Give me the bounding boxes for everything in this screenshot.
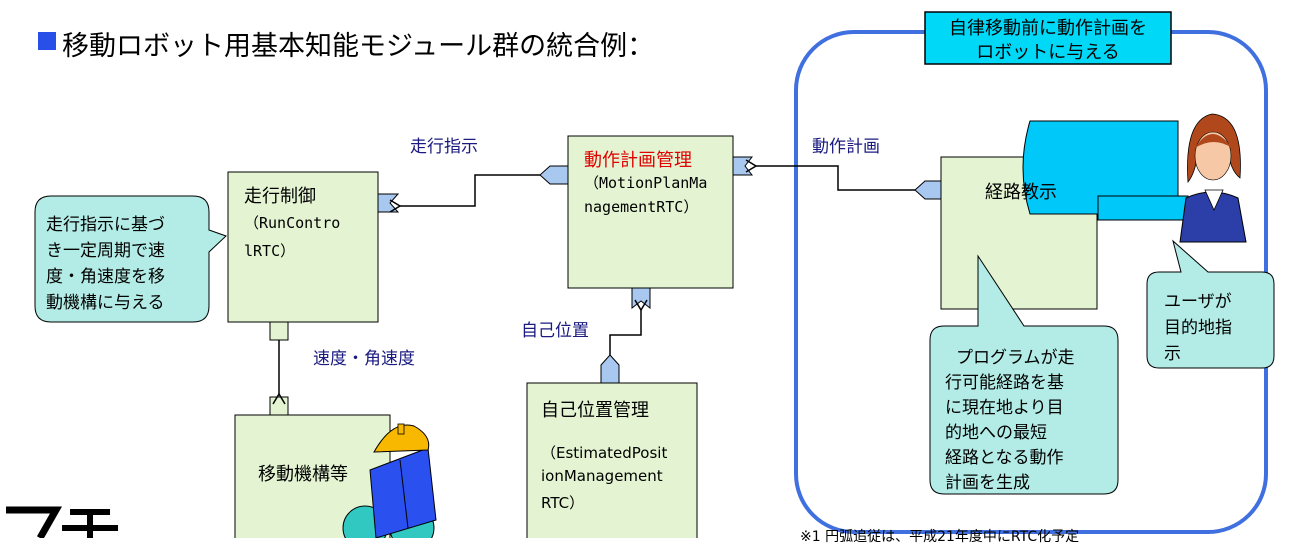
run-control-out-port [269,321,289,341]
route-teach-name: 経路教示 [985,182,1057,203]
callout-left-line-1: 走行指示に基づ [46,215,165,235]
header-line-2: ロボットに与える [976,42,1120,63]
position-out-port [600,354,620,384]
connector-self-position [609,299,648,355]
callout-left-line-4: 動機構に与える [46,293,165,313]
run-control-rtc-1: （RunContro [244,214,341,232]
motion-plan-rtc-2: nagementRTC） [584,198,699,216]
callout-user-line-1: ユーザが [1164,292,1232,312]
run-control-rtc-2: lRTC） [244,242,296,260]
position-rtc-1: （EstimatedPosit [541,444,668,462]
label-self-position: 自己位置 [521,321,589,341]
callout-program-line-2: 行可能経路を基 [945,373,1064,393]
mobility-in-port [269,396,289,416]
callout-left [34,195,227,323]
motion-plan-in-port [732,156,754,176]
callout-user-line-3: 示 [1164,344,1181,364]
mobility-name: 移動機構等 [258,464,348,485]
label-motion-plan: 動作計画 [812,137,880,157]
callout-program-line-6: 計画を生成 [945,473,1030,493]
logo-fragment-icon [6,506,118,540]
route-teach-out-port [914,180,942,200]
callout-program-line-4: 的地への最短 [945,423,1047,443]
callout-program-line-1: プログラムが走 [956,348,1075,368]
callout-program [929,254,1119,495]
connector-travel-instruction [389,174,540,213]
connector-motion-plan [745,159,915,191]
run-control-name: 走行制御 [244,186,316,207]
header-line-1: 自律移動前に動作計画を [949,18,1147,39]
user-illustration-icon [1022,113,1247,243]
module-motion-plan [567,135,734,289]
callout-user-line-2: 目的地指 [1164,318,1232,338]
motion-plan-name: 動作計画管理 [584,150,692,171]
title-bullet-icon [38,32,56,50]
callout-user [1146,239,1275,369]
motion-plan-position-port [631,287,651,310]
module-run-control [227,171,379,323]
position-rtc-2: ionManagement [541,467,663,485]
callout-program-line-5: 経路となる動作 [945,448,1064,468]
position-name: 自己位置管理 [541,400,649,421]
callout-left-line-2: き一定周期で速 [46,241,165,261]
label-velocity: 速度・角速度 [313,349,415,369]
motion-plan-out-port [539,165,569,185]
motion-plan-rtc-1: （MotionPlanMa [584,174,708,192]
position-rtc-3: RTC） [541,494,585,512]
footnote: ※1 円弧追従は、平成21年度中にRTC化予定 [800,529,1080,545]
run-control-in-port [377,193,400,213]
callout-program-line-3: に現在地より目 [945,398,1064,418]
robot-illustration-icon [342,423,437,546]
label-travel-instruction: 走行指示 [410,137,478,157]
page-title: 移動ロボット用基本知能モジュール群の統合例： [62,31,655,62]
header-box [924,11,1172,65]
callout-left-line-3: 度・角速度を移 [46,267,165,287]
